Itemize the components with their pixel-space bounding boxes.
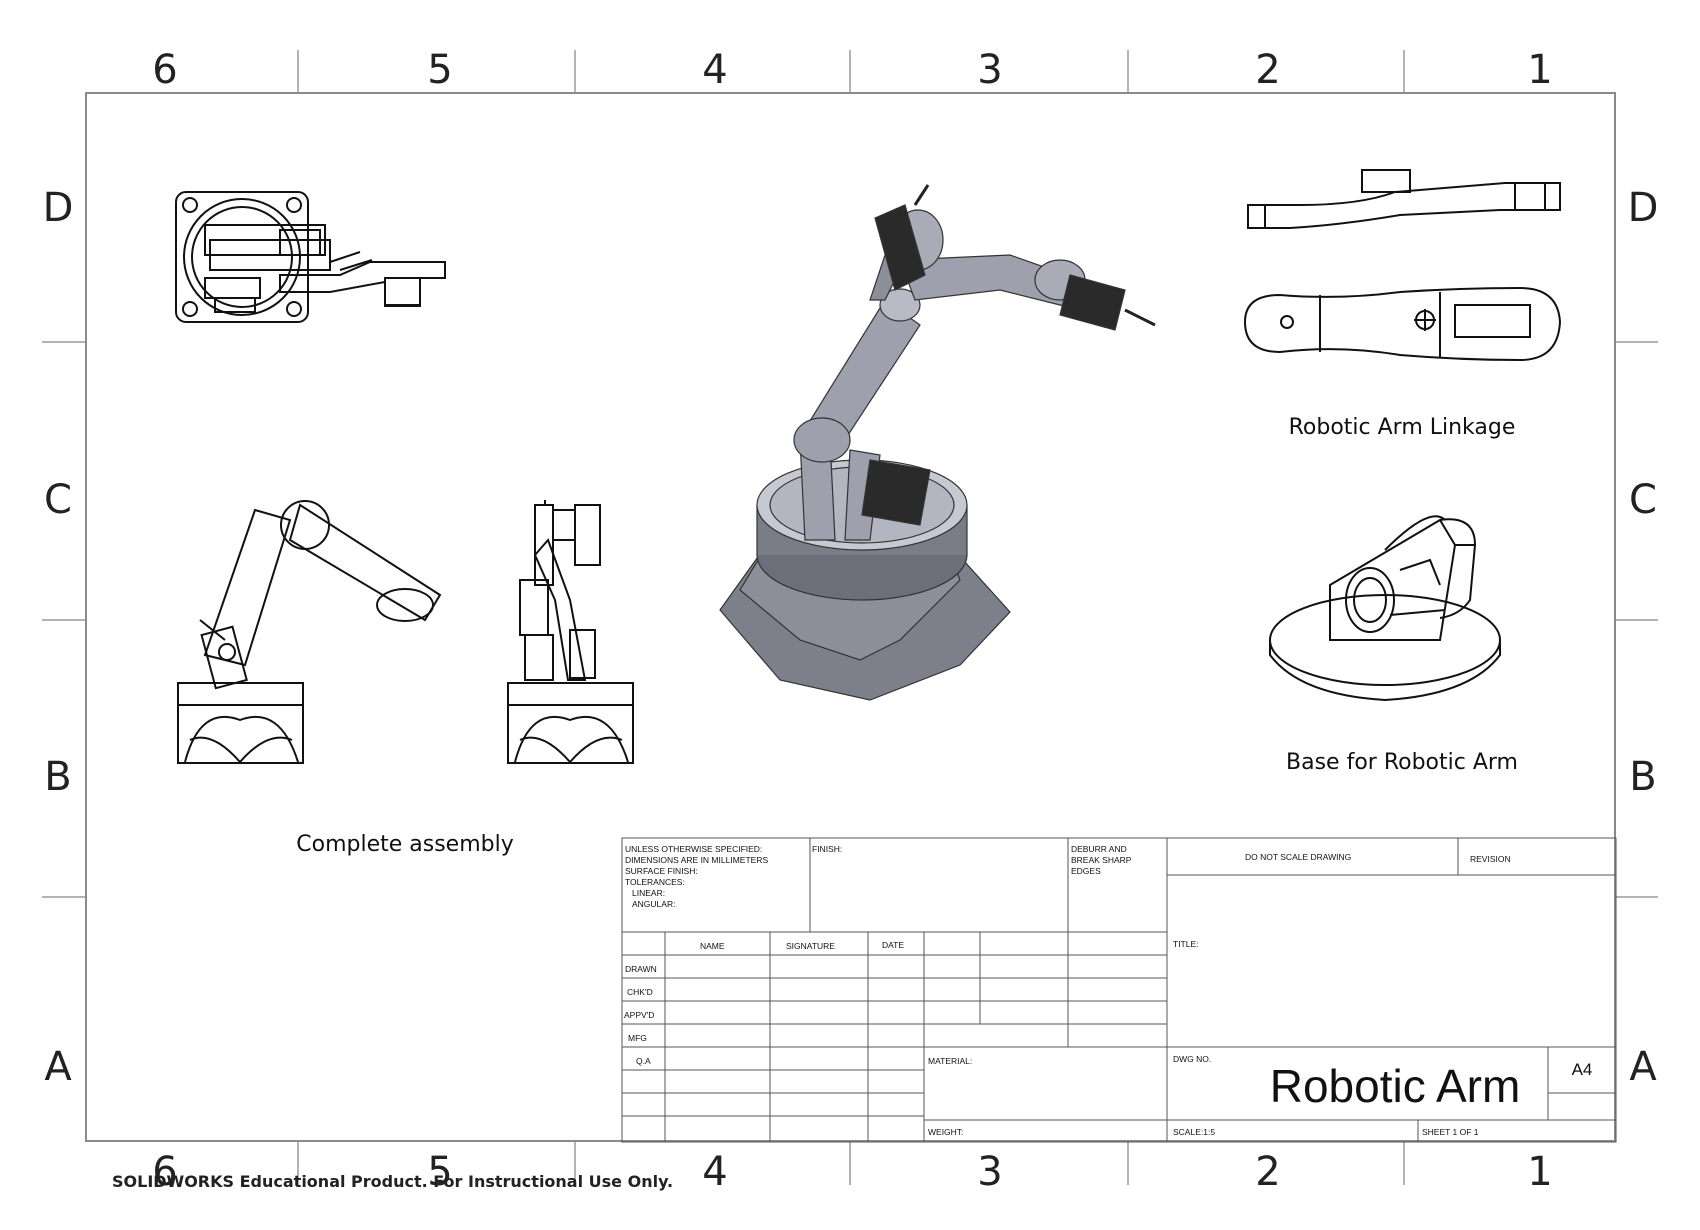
zone-number-bottom: 5 bbox=[427, 1149, 453, 1195]
finish-label: FINISH: bbox=[812, 844, 842, 854]
base-caption: Base for Robotic Arm bbox=[1286, 750, 1518, 775]
sheet-label: SHEET 1 OF 1 bbox=[1422, 1127, 1479, 1137]
zone-number-bottom: 1 bbox=[1527, 1149, 1553, 1195]
zone-letter-left: B bbox=[44, 754, 72, 800]
material-label: MATERIAL: bbox=[928, 1056, 972, 1066]
sheet-size: A4 bbox=[1572, 1060, 1593, 1079]
zone-letter-right: D bbox=[1627, 185, 1659, 231]
zone-number-top: 1 bbox=[1527, 47, 1553, 93]
spec-note-line: ANGULAR: bbox=[632, 899, 675, 909]
row-label-mfg: MFG bbox=[628, 1033, 647, 1043]
zone-number-top: 2 bbox=[1255, 47, 1281, 93]
zone-letter-right: B bbox=[1629, 754, 1657, 800]
educational-watermark: SOLIDWORKS Educational Product. For Inst… bbox=[112, 1172, 674, 1191]
row-label-drawn: DRAWN bbox=[625, 964, 657, 974]
zone-number-bottom: 4 bbox=[702, 1149, 728, 1195]
spec-note-line: TOLERANCES: bbox=[625, 877, 685, 887]
column-header-signature: SIGNATURE bbox=[786, 941, 835, 951]
drawing-title: Robotic Arm bbox=[1270, 1060, 1521, 1112]
spec-note-line: SURFACE FINISH: bbox=[625, 866, 698, 876]
spec-note-line: LINEAR: bbox=[632, 888, 665, 898]
spec-note-line: UNLESS OTHERWISE SPECIFIED: bbox=[625, 844, 762, 854]
scale-label: SCALE:1:5 bbox=[1173, 1127, 1215, 1137]
zone-letter-left: D bbox=[42, 185, 74, 231]
zone-number-top: 6 bbox=[152, 47, 178, 93]
do-not-scale-label: DO NOT SCALE DRAWING bbox=[1245, 852, 1351, 862]
deburr-note-line: DEBURR AND bbox=[1071, 844, 1127, 854]
weight-label: WEIGHT: bbox=[928, 1127, 963, 1137]
zone-letter-left: C bbox=[44, 477, 72, 523]
zone-letter-right: A bbox=[1629, 1044, 1657, 1090]
linkage-caption: Robotic Arm Linkage bbox=[1288, 415, 1516, 440]
zone-letter-left: A bbox=[44, 1044, 72, 1090]
row-label-approved: APPV'D bbox=[624, 1010, 654, 1020]
zone-number-top: 4 bbox=[702, 47, 728, 93]
zone-number-bottom: 3 bbox=[977, 1149, 1003, 1195]
drawing-sheet-border bbox=[85, 92, 1616, 1142]
assembly-caption: Complete assembly bbox=[296, 832, 514, 857]
row-label-qa: Q.A bbox=[636, 1056, 651, 1066]
zone-number-top: 5 bbox=[427, 47, 453, 93]
deburr-note-line: EDGES bbox=[1071, 866, 1101, 876]
zone-number-bottom: 2 bbox=[1255, 1149, 1281, 1195]
column-header-name: NAME bbox=[700, 941, 725, 951]
zone-letter-right: C bbox=[1629, 477, 1657, 523]
zone-number-top: 3 bbox=[977, 47, 1003, 93]
title-label: TITLE: bbox=[1173, 939, 1199, 949]
zone-number-bottom: 6 bbox=[152, 1149, 178, 1195]
spec-note-line: DIMENSIONS ARE IN MILLIMETERS bbox=[625, 855, 768, 865]
column-header-date: DATE bbox=[882, 940, 904, 950]
revision-label: REVISION bbox=[1470, 854, 1511, 864]
deburr-note-line: BREAK SHARP bbox=[1071, 855, 1132, 865]
row-label-checked: CHK'D bbox=[627, 987, 653, 997]
dwg-no-label: DWG NO. bbox=[1173, 1054, 1211, 1064]
